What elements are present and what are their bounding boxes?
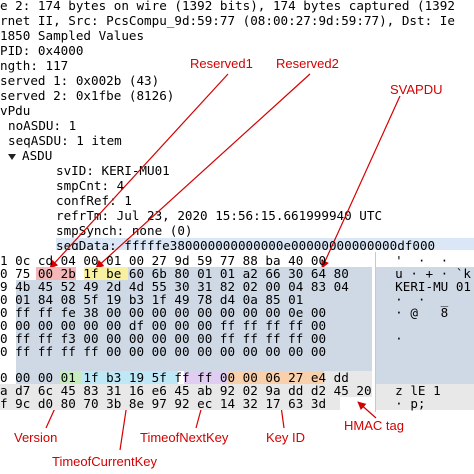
hex-row[interactable]: 0 ff ff f3 00 00 00 00 00 00 ff ff ff ff… — [0, 331, 327, 346]
ascii-row[interactable]: z lE 1 — [380, 383, 441, 398]
tree-ethernet-line[interactable]: rnet II, Src: PcsCompu_9d:59:77 (08:00:2… — [0, 13, 455, 28]
packet-details-tree: e 2: 174 bytes on wire (1392 bits), 174 … — [0, 0, 474, 250]
tree-frame-line[interactable]: e 2: 174 bytes on wire (1392 bits), 174 … — [0, 0, 455, 13]
hex-row[interactable]: 0 00 00 01 1f b3 19 5f ff ff 00 00 06 27… — [0, 370, 349, 385]
hex-row[interactable]: 9 4b 45 52 49 2d 4d 55 30 31 82 02 00 04… — [0, 279, 349, 294]
hex-row[interactable]: f 9c d0 80 70 3b 8e 97 92 ec 14 32 17 63… — [0, 396, 327, 411]
ascii-column: ' · · u · + · `k KERI-MU 01 · · _ · @ 8 … — [375, 252, 474, 412]
reserved2-highlight — [84, 267, 128, 280]
hex-row[interactable]: 0 ff ff fe 38 00 00 00 00 00 00 00 00 0e… — [0, 305, 327, 320]
ascii-row[interactable]: u · + · `k — [380, 266, 471, 281]
key-id-label: Key ID — [266, 430, 306, 445]
expand-triangle-icon[interactable] — [8, 153, 16, 160]
reserved1-highlight — [36, 267, 76, 280]
version-label: Version — [14, 430, 58, 445]
ascii-row[interactable]: KERI-MU 01 — [380, 279, 471, 294]
tree-sv-line[interactable]: 1850 Sampled Values — [0, 28, 145, 43]
hmac-highlight-row1 — [324, 371, 372, 384]
key-id-highlight — [228, 371, 324, 384]
tree-seqasdu-line[interactable]: seqASDU: 1 item — [8, 133, 122, 148]
tree-savpdu-line[interactable]: vPdu — [0, 103, 31, 118]
tree-asdu-label: ASDU — [22, 148, 53, 163]
tree-appid-line[interactable]: PID: 0x4000 — [0, 43, 84, 58]
hmac-tag-label: HMAC tag — [344, 418, 404, 433]
version-highlight — [60, 371, 82, 384]
tree-confref-line[interactable]: confRef: 1 — [56, 193, 132, 208]
svapdu-label: SVAPDU — [390, 82, 443, 97]
hex-row[interactable]: 0 ff ff ff ff 00 00 00 00 00 00 00 00 00… — [0, 344, 327, 359]
time-of-next-key-label: TimeofNextKey — [140, 430, 229, 445]
ascii-row[interactable]: · · _ — [380, 292, 449, 307]
hex-row[interactable]: 0 00 00 00 00 00 df 00 00 00 ff ff ff ff… — [0, 318, 327, 333]
tree-seqdata-line[interactable]: seqData: fffffe380000000000000e000000000… — [56, 238, 474, 250]
reserved1-label: Reserved1 — [190, 56, 253, 71]
time-of-next-key-highlight — [184, 371, 228, 384]
tree-asdu-row[interactable]: ASDU — [8, 148, 52, 163]
tree-smpsynch-line[interactable]: smpSynch: none (0) — [56, 223, 193, 238]
reserved2-label: Reserved2 — [276, 56, 339, 71]
tree-reserved2-line[interactable]: served 2: 0x1fbe (8126) — [0, 88, 175, 103]
hex-row[interactable]: 0 75 00 2b 1f be 60 6b 80 01 01 a2 66 30… — [0, 266, 349, 281]
ascii-row[interactable]: · @ 8 — [380, 305, 449, 320]
tree-refrtm-line[interactable]: refrTm: Jul 23, 2020 15:56:15.661999940 … — [56, 208, 383, 223]
time-of-current-key-highlight — [82, 371, 178, 384]
tree-noasdu-line[interactable]: noASDU: 1 — [8, 118, 77, 133]
tree-reserved1-line[interactable]: served 1: 0x002b (43) — [0, 73, 160, 88]
time-of-current-key-label: TimeofCurrentKey — [52, 454, 157, 469]
hex-row[interactable]: 0 01 84 08 5f 19 b3 1f 49 78 d4 0a 85 01 — [0, 292, 304, 307]
hmac-highlight-row3 — [0, 397, 340, 410]
tree-svid-line[interactable]: svID: KERI-MU01 — [56, 163, 170, 178]
ascii-row[interactable] — [376, 345, 380, 358]
ascii-row[interactable]: · p; — [380, 396, 426, 411]
svapdu-highlight-row1 — [128, 267, 372, 280]
ascii-row[interactable]: · — [380, 331, 403, 346]
hex-dump-pane: 1 0c cd 04 00 01 00 27 9d 59 77 88 ba 40… — [0, 252, 474, 412]
tree-smpcnt-line[interactable]: smpCnt: 4 — [56, 178, 125, 193]
tree-length-line[interactable]: ngth: 117 — [0, 58, 69, 73]
